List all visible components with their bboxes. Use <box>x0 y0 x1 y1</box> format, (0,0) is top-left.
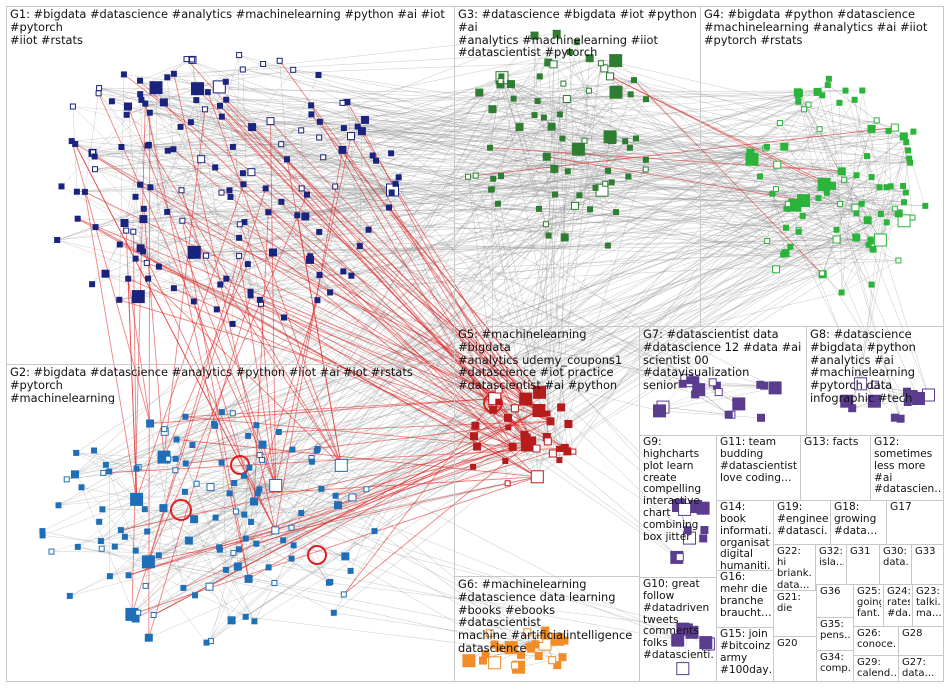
group-box-g36: G36 <box>816 584 854 618</box>
group-label-g18: G18: growing #data… <box>834 502 884 538</box>
group-label-g33: G33 <box>915 546 941 557</box>
group-box-g26: G26: conoce… <box>853 626 899 656</box>
group-box-g5: G5: #machinelearning #bigdata #analytics… <box>454 326 640 577</box>
group-label-g3: G3: #datascience #bigdata #iot #python #… <box>458 8 698 59</box>
group-label-g23: G23: talki… ma… <box>916 586 941 620</box>
group-label-g21: G21: die <box>777 592 814 614</box>
group-label-g16: G16: mehr die branche braucht… <box>720 572 771 619</box>
group-box-g2: G2: #bigdata #datascience #analytics #py… <box>6 364 455 682</box>
group-label-g30: G30: data… <box>883 546 909 568</box>
group-box-g20: G20 <box>773 636 817 682</box>
group-label-g6: G6: #machinelearning #datascience data l… <box>458 578 637 655</box>
group-label-g22: G22: hi briank… data… <box>777 546 813 591</box>
group-box-g27: G27: data… <box>898 655 944 682</box>
group-label-g32: G32: isla… <box>819 546 844 568</box>
group-label-g8: G8: #datascience #bigdata #python #analy… <box>810 328 941 405</box>
group-box-g34: G34: comp… <box>816 650 854 682</box>
group-label-g29: G29: calend… <box>857 657 896 679</box>
group-box-g23: G23: talki… ma… <box>912 584 944 627</box>
group-label-g2: G2: #bigdata #datascience #analytics #py… <box>10 366 452 404</box>
group-label-g34: G34: comp… <box>820 652 851 674</box>
group-box-g32: G32: isla… <box>815 544 847 585</box>
group-label-g24: G24: rates #da… <box>887 586 910 620</box>
group-label-g5: G5: #machinelearning #bigdata #analytics… <box>458 328 637 392</box>
group-box-g9: G9: highcharts plot learn create compell… <box>639 435 717 578</box>
group-label-g19: G19: #engineer #datasci… <box>777 502 828 538</box>
group-box-g10: G10: great follow #datadriven tweets com… <box>639 577 717 682</box>
group-label-g28: G28 <box>902 628 941 639</box>
group-box-g28: G28 <box>898 626 944 656</box>
group-box-g22: G22: hi briank… data… <box>773 544 816 591</box>
group-label-g7: G7: #datascientist data #datascience 12 … <box>643 328 804 392</box>
group-box-g16: G16: mehr die branche braucht… <box>716 570 774 628</box>
group-box-g30: G30: data… <box>879 544 912 585</box>
group-label-g1: G1: #bigdata #datascience #analytics #ma… <box>10 8 452 46</box>
group-label-g31: G31 <box>850 546 877 557</box>
group-box-g6: G6: #machinelearning #datascience data l… <box>454 576 640 682</box>
group-label-g10: G10: great follow #datadriven tweets com… <box>643 579 714 662</box>
group-label-g14: G14: book informati… organisat… digital … <box>720 502 771 571</box>
group-box-g3: G3: #datascience #bigdata #iot #python #… <box>454 6 701 327</box>
group-box-g31: G31 <box>846 544 880 585</box>
group-label-g11: G11: team budding #datascientist love co… <box>720 437 798 484</box>
group-label-g36: G36 <box>820 586 851 597</box>
group-label-g4: G4: #bigdata #python #datascience #machi… <box>704 8 941 46</box>
group-box-g33: G33 <box>911 544 944 585</box>
group-label-g27: G27: data… <box>902 657 941 679</box>
group-box-g14: G14: book informati… organisat… digital … <box>716 500 774 571</box>
group-label-g15: G15: join #bitcoinz army #100day… <box>720 629 771 676</box>
group-box-g17: G17 <box>886 500 944 545</box>
group-label-g9: G9: highcharts plot learn create compell… <box>643 437 714 544</box>
group-box-g4: G4: #bigdata #python #datascience #machi… <box>700 6 944 327</box>
group-label-g25: G25: going fant… <box>857 586 881 620</box>
group-box-g13: G13: facts <box>800 435 871 501</box>
group-label-g35: G35: pens… <box>820 619 851 641</box>
group-label-g13: G13: facts <box>804 437 868 449</box>
group-box-g29: G29: calend… <box>853 655 899 682</box>
group-box-g11: G11: team budding #datascientist love co… <box>716 435 801 501</box>
group-box-g35: G35: pens… <box>816 617 854 651</box>
group-label-g20: G20 <box>777 638 814 649</box>
group-label-g17: G17 <box>890 502 941 514</box>
group-box-g12: G12: sometimes less more #ai #datascien… <box>870 435 944 501</box>
group-box-g1: G1: #bigdata #datascience #analytics #ma… <box>6 6 455 365</box>
group-label-g26: G26: conoce… <box>857 628 896 650</box>
group-label-g12: G12: sometimes less more #ai #datascien… <box>874 437 941 496</box>
group-box-g15: G15: join #bitcoinz army #100day… <box>716 627 774 682</box>
group-box-g18: G18: growing #data… <box>830 500 887 545</box>
group-box-g8: G8: #datascience #bigdata #python #analy… <box>806 326 944 436</box>
group-box-g7: G7: #datascientist data #datascience 12 … <box>639 326 807 436</box>
group-box-g19: G19: #engineer #datasci… <box>773 500 831 545</box>
group-box-g25: G25: going fant… <box>853 584 884 627</box>
group-box-g24: G24: rates #da… <box>883 584 913 627</box>
group-box-g21: G21: die <box>773 590 817 637</box>
